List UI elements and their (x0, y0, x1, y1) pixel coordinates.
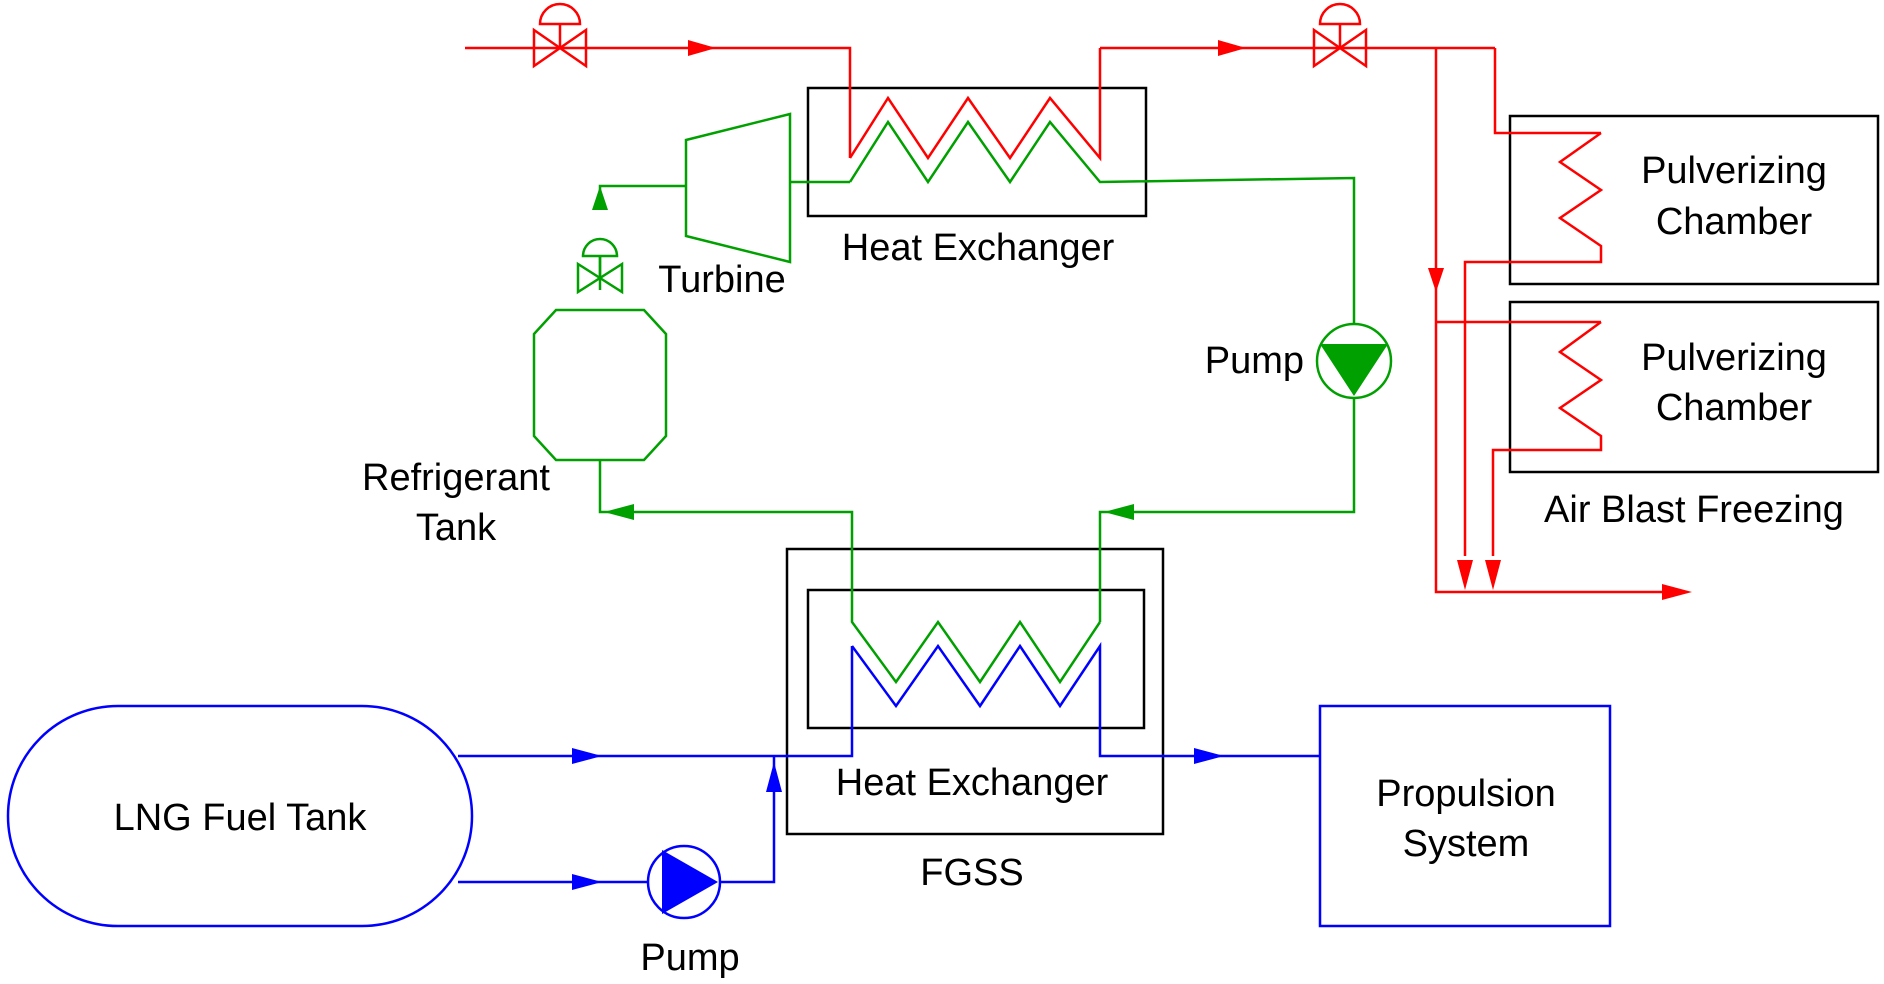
heat-exchanger-bottom-inner-box (806, 588, 1146, 730)
control-valve-icon (1312, 2, 1368, 69)
arrowhead-icon (1485, 560, 1501, 590)
arrowhead-icon (1428, 268, 1444, 292)
pump-icon (1315, 322, 1393, 400)
lng-fuel-tank (6, 704, 474, 928)
air-heat-exchanger-coil (848, 48, 1102, 162)
refrigerant-loop (598, 119, 1356, 685)
arrowhead-icon (1457, 560, 1473, 590)
refrigerant-arrows (592, 186, 1134, 520)
fgss-outer-box (785, 547, 1165, 836)
lng-hx-bottom-coil (850, 641, 1320, 758)
arrowhead-icon (572, 874, 602, 890)
chamber2-label-line2: Chamber (1656, 387, 1813, 429)
heat-exchanger-bottom-label: Heat Exchanger (836, 762, 1109, 804)
chamber2-label-line1: Pulverizing (1641, 337, 1827, 379)
refrigerant-hx-top-coil (848, 119, 1356, 324)
chamber1-label-line1: Pulverizing (1641, 150, 1827, 192)
propulsion-system-box (1318, 704, 1612, 928)
turbine-icon (684, 112, 792, 264)
lng-fuel-tank-label: LNG Fuel Tank (114, 797, 368, 839)
refrigerant-tank-to-turbine (598, 184, 686, 202)
air-branch-chamber1 (1493, 48, 1601, 135)
arrowhead-icon (766, 762, 782, 792)
fgss-label: FGSS (920, 852, 1023, 894)
propulsion-label-line1: Propulsion (1376, 773, 1556, 815)
arrowhead-icon (592, 186, 608, 210)
pump-icon (646, 844, 722, 920)
arrowhead-icon (604, 504, 634, 520)
control-valve-icon (532, 2, 588, 69)
chamber1-label-line2: Chamber (1656, 201, 1813, 243)
air-main-drop (1434, 48, 1680, 594)
air-arrows (688, 40, 1692, 600)
refrigerant-tank-label-line1: Refrigerant (362, 457, 550, 499)
heat-exchanger-top-label: Heat Exchanger (842, 227, 1115, 269)
propulsion-label-line2: System (1403, 823, 1530, 865)
arrowhead-icon (1194, 748, 1224, 764)
arrowhead-icon (1218, 40, 1246, 56)
arrowhead-icon (1662, 584, 1692, 600)
pulverizing-chamber-2-box (1508, 300, 1880, 474)
pulverizing-chamber-1-box (1508, 114, 1880, 286)
pump-refrigerant-label: Pump (1205, 340, 1304, 382)
pump-lng-label: Pump (640, 937, 739, 979)
arrowhead-icon (688, 40, 716, 56)
chamber1-coil (1463, 131, 1604, 556)
refrigerant-tank-label-line2: Tank (416, 507, 497, 549)
air-blast-freezing-label: Air Blast Freezing (1544, 489, 1844, 531)
arrowhead-icon (572, 748, 602, 764)
lng-tank-to-hx (458, 646, 854, 758)
lng-arrows (572, 748, 1224, 890)
refrigerant-pump-down (1098, 398, 1356, 622)
tank-icon (532, 308, 668, 462)
air-loop (465, 46, 1680, 594)
heat-exchanger-top-box (806, 86, 1148, 218)
turbine-label: Turbine (658, 259, 785, 301)
control-valve-icon (576, 237, 624, 295)
arrowhead-icon (1104, 504, 1134, 520)
air-inlet-line (465, 46, 852, 158)
refrigerant-hx-bottom-coil (598, 460, 1102, 685)
lng-pump-to-hx (720, 756, 776, 884)
chamber2-coil (1491, 320, 1604, 556)
